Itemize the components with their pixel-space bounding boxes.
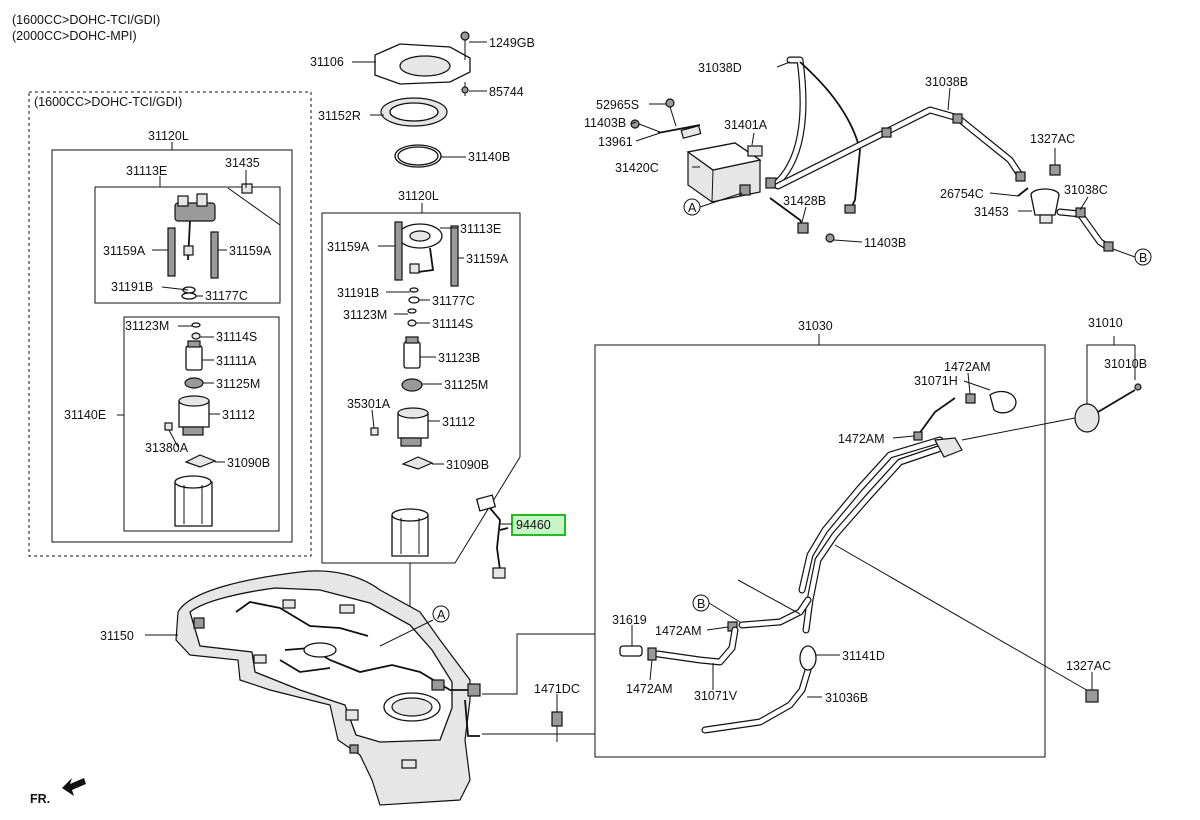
callout-a-top-letter: A	[688, 201, 697, 215]
label-1249GB: 1249GB	[489, 36, 535, 50]
label-11403B-bottom: 11403B	[864, 236, 906, 250]
label-31111A: 31111A	[216, 354, 257, 368]
wiring-harness-drawing	[475, 494, 509, 579]
label-31191B-left: 31191B	[111, 280, 153, 294]
pump-assembly-box-center	[321, 212, 521, 564]
fuel-sender-center-drawing	[370, 221, 459, 557]
label-31159A-center-b: 31159A	[466, 252, 509, 266]
label-31191B-center: 31191B	[337, 286, 379, 300]
label-31150: 31150	[100, 629, 134, 643]
label-52965S: 52965S	[596, 98, 639, 112]
label-31090B-left: 31090B	[227, 456, 270, 470]
label-31038B: 31038B	[925, 75, 968, 89]
label-31619: 31619	[612, 613, 647, 627]
sender-box-left	[94, 186, 281, 304]
label-35301A: 35301A	[347, 397, 391, 411]
label-31090B-center: 31090B	[446, 458, 489, 472]
label-31120L-center: 31120L	[398, 189, 439, 203]
label-85744: 85744	[489, 85, 524, 99]
label-31140E: 31140E	[64, 408, 106, 422]
label-31159A-left-a: 31159A	[103, 244, 146, 258]
label-31120L-left: 31120L	[148, 129, 189, 143]
label-31141D: 31141D	[842, 649, 885, 663]
variant-dashed-box	[28, 91, 312, 557]
label-13961: 13961	[598, 135, 633, 149]
variant-box-note: (1600CC>DOHC-TCI/GDI)	[34, 95, 182, 109]
fuel-cap-drawing	[961, 336, 1142, 703]
label-31125M-center: 31125M	[444, 378, 488, 392]
label-31159A-left-b: 31159A	[229, 244, 272, 258]
label-31453: 31453	[974, 205, 1009, 219]
leader-lines	[145, 41, 1093, 700]
highlighted-part-94460-box[interactable]	[511, 514, 566, 536]
filler-neck-box	[594, 344, 1046, 758]
label-31159A-center-a: 31159A	[327, 240, 370, 254]
label-31114S-left: 31114S	[216, 330, 257, 344]
label-31123M-center: 31123M	[343, 308, 387, 322]
label-1472AM-top: 1472AM	[944, 360, 991, 374]
label-31113E-center: 31113E	[460, 222, 501, 236]
front-arrow-icon	[62, 778, 86, 796]
label-31428B: 31428B	[783, 194, 826, 208]
engine-note-2: (2000CC>DOHC-MPI)	[12, 29, 137, 43]
label-31380A: 31380A	[145, 441, 189, 455]
label-94460[interactable]: 94460	[516, 518, 551, 532]
label-1471DC: 1471DC	[534, 682, 580, 696]
pump-assembly-box-left	[51, 149, 293, 543]
label-31420C: 31420C	[615, 161, 659, 175]
fuel-sender-left-drawing	[167, 183, 253, 300]
label-11403B-top: 11403B	[584, 116, 626, 130]
label-31071V: 31071V	[694, 689, 738, 703]
label-31152R: 31152R	[318, 109, 361, 123]
label-31038C: 31038C	[1064, 183, 1108, 197]
callout-a-tank	[432, 605, 450, 623]
label-31125M-left: 31125M	[216, 377, 260, 391]
label-1472AM-mid: 1472AM	[838, 432, 885, 446]
pump-cover-plate-drawing	[374, 31, 471, 168]
label-31114S-center: 31114S	[432, 317, 473, 331]
label-31177C-left: 31177C	[205, 289, 248, 303]
canister-vapor-lines-drawing	[630, 56, 1114, 252]
label-26754C: 26754C	[940, 187, 984, 201]
label-31036B: 31036B	[825, 691, 868, 705]
label-31113E-left: 31113E	[126, 164, 167, 178]
clamp-1471dc-drawing	[551, 698, 563, 742]
callout-b-mid-letter: B	[697, 597, 705, 611]
front-label: FR.	[30, 792, 50, 806]
pump-box-left	[123, 316, 280, 532]
label-31106: 31106	[310, 55, 344, 69]
fuel-pump-left-drawing	[164, 322, 217, 527]
label-31010B: 31010B	[1104, 357, 1147, 371]
part-labels: 31106 1249GB 85744 31152R 31140B 31120L …	[64, 36, 1147, 705]
label-31010: 31010	[1088, 316, 1123, 330]
engine-note-1: (1600CC>DOHC-TCI/GDI)	[12, 13, 160, 27]
front-direction-indicator: FR.	[30, 778, 86, 806]
label-1472AM-bottom: 1472AM	[626, 682, 673, 696]
label-31123M-left: 31123M	[125, 319, 169, 333]
label-31071H: 31071H	[914, 374, 958, 388]
label-31401A: 31401A	[724, 118, 768, 132]
fuel-tank-drawing	[175, 570, 481, 806]
label-31112-left: 31112	[222, 408, 255, 422]
label-1327AC-top: 1327AC	[1030, 132, 1075, 146]
label-31435: 31435	[225, 156, 260, 170]
label-31177C-center: 31177C	[432, 294, 475, 308]
label-31140B: 31140B	[468, 150, 510, 164]
label-1327AC-bottom: 1327AC	[1066, 659, 1111, 673]
label-31112-center: 31112	[442, 415, 475, 429]
label-31030: 31030	[798, 319, 833, 333]
label-1472AM-lower: 1472AM	[655, 624, 702, 638]
label-31038D: 31038D	[698, 61, 742, 75]
callout-a-tank-letter: A	[437, 608, 446, 622]
callout-b-top-letter: B	[1139, 251, 1147, 265]
label-31123B: 31123B	[438, 351, 480, 365]
